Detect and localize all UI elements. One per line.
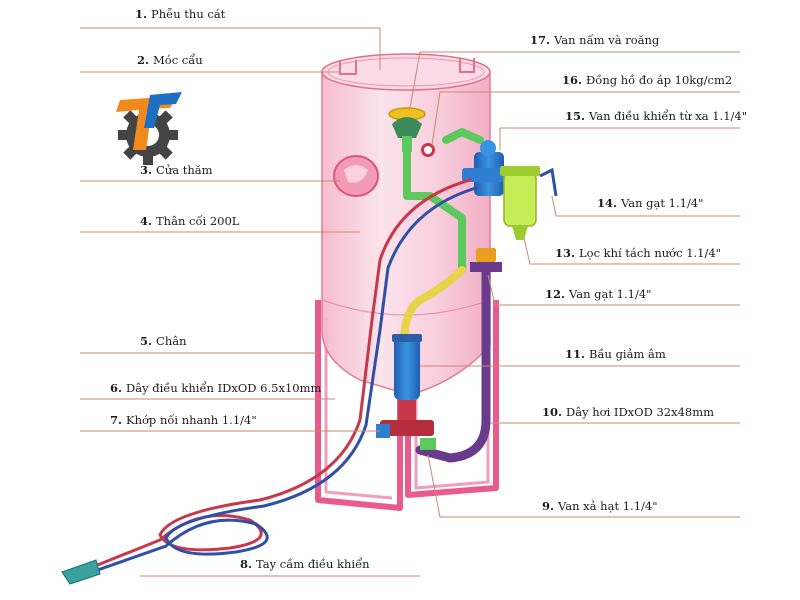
callout-number: 3.	[140, 163, 156, 177]
air-hose	[415, 267, 491, 463]
leader-line	[523, 237, 740, 265]
callout-text: Dây điều khiển IDxOD 6.5x10mm	[126, 381, 321, 395]
water-separator-filter	[500, 166, 558, 240]
callout-number: 17.	[530, 33, 554, 47]
leader-line	[409, 51, 740, 109]
sand-discharge-valve	[376, 400, 436, 450]
callout-text: Phễu thu cát	[151, 7, 226, 21]
callout-text: Bầu giảm âm	[589, 347, 666, 361]
callout-text: Móc cẩu	[153, 53, 203, 67]
leader-line	[499, 127, 740, 150]
callout-number: 15.	[565, 109, 589, 123]
control-line	[88, 178, 478, 574]
callout-number: 11.	[565, 347, 589, 361]
control-handle-icon	[61, 559, 101, 585]
callout-labels: 1. Phễu thu cát 2. Móc cẩu 3. Cửa thăm 4. T…	[80, 7, 747, 577]
ball-valve	[470, 248, 502, 272]
callout-number: 9.	[542, 499, 558, 513]
callout-label: 5. Chân	[140, 334, 187, 348]
callout-number: 10.	[542, 405, 566, 419]
callout-label: 17. Van nấm và roăng	[530, 33, 660, 47]
callout-number: 12.	[545, 287, 569, 301]
callout-label: 4. Thân cối 200L	[140, 214, 240, 228]
callout-number: 16.	[562, 73, 586, 87]
leader-line	[427, 454, 740, 518]
callout-text: Van nấm và roăng	[553, 33, 660, 47]
leader-line	[487, 274, 740, 306]
callout-text: Tay cầm điều khiển	[256, 557, 370, 571]
callout-number: 1.	[135, 7, 151, 21]
callout-text: Van điều khiển từ xa 1.1/4"	[588, 109, 747, 123]
callout-label: 3. Cửa thăm	[140, 163, 213, 177]
callout-text: Đồng hồ đo áp 10kg/cm2	[586, 73, 732, 87]
callout-label: 15. Van điều khiển từ xa 1.1/4"	[565, 109, 747, 123]
callout-text: Lọc khí tách nước 1.1/4"	[579, 246, 721, 260]
callout-number: 14.	[597, 196, 621, 210]
callout-label: 6. Dây điều khiển IDxOD 6.5x10mm	[110, 381, 321, 395]
callout-number: 6.	[110, 381, 126, 395]
callout-label: 16. Đồng hồ đo áp 10kg/cm2	[562, 73, 732, 87]
silencer	[392, 334, 422, 400]
mushroom-valve	[388, 107, 426, 152]
callout-label: 13. Lọc khí tách nước 1.1/4"	[555, 246, 721, 260]
callout-text: Thân cối 200L	[156, 214, 240, 228]
callout-text: Khớp nối nhanh 1.1/4"	[126, 413, 257, 427]
callout-number: 7.	[110, 413, 126, 427]
callout-label: 11. Bầu giảm âm	[565, 347, 666, 361]
leader-line	[551, 195, 740, 217]
pressure-gauge	[421, 143, 435, 157]
callout-number: 2.	[137, 53, 153, 67]
gear-logo-icon	[116, 92, 182, 165]
callout-label: 10. Dây hơi IDxOD 32x48mm	[542, 405, 714, 419]
callout-number: 13.	[555, 246, 579, 260]
callout-number: 5.	[140, 334, 156, 348]
callout-text: Van gạt 1.1/4"	[620, 196, 703, 210]
callout-number: 8.	[240, 557, 256, 571]
leader-line	[80, 27, 381, 70]
lifting-hook-icon	[339, 58, 475, 75]
callout-label: 8. Tay cầm điều khiển	[240, 557, 370, 571]
callout-label: 12. Van gạt 1.1/4"	[545, 287, 651, 301]
callout-label: 14. Van gạt 1.1/4"	[597, 196, 703, 210]
leader-line	[431, 91, 740, 146]
callout-text: Van gạt 1.1/4"	[568, 287, 651, 301]
inspection-port	[333, 155, 379, 197]
callout-text: Chân	[156, 334, 187, 348]
callout-label: 1. Phễu thu cát	[135, 7, 226, 21]
callout-label: 9. Van xả hạt 1.1/4"	[542, 499, 658, 513]
callout-text: Cửa thăm	[156, 163, 213, 177]
callout-label: 2. Móc cẩu	[137, 53, 203, 67]
yellow-hose	[400, 266, 466, 344]
callout-text: Van xả hạt 1.1/4"	[557, 499, 657, 513]
callout-label: 7. Khớp nối nhanh 1.1/4"	[110, 413, 257, 427]
callout-number: 4.	[140, 214, 156, 228]
callout-text: Dây hơi IDxOD 32x48mm	[566, 405, 714, 419]
